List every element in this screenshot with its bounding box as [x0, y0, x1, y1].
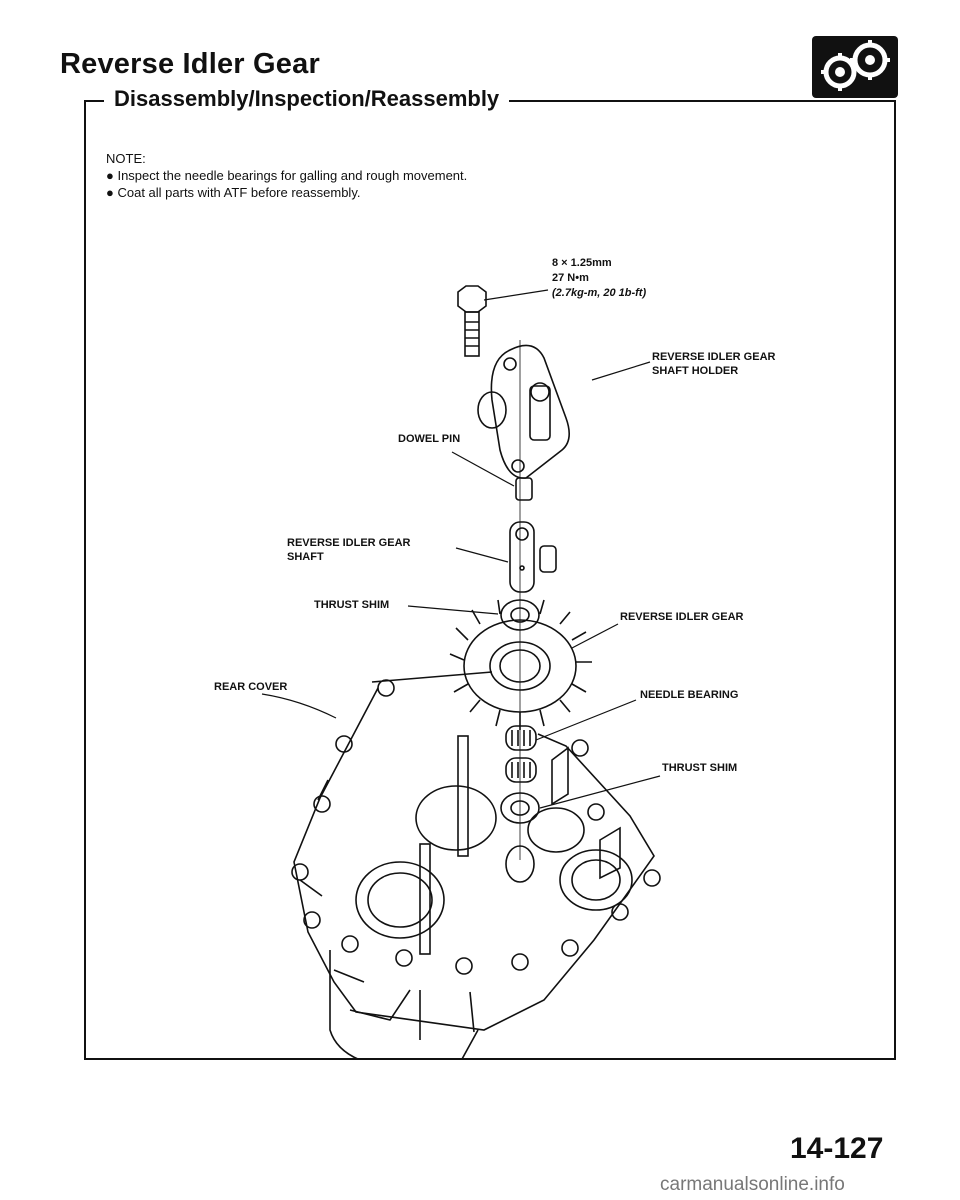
bolt-spec-leader: [483, 289, 549, 301]
thrust-shim-lower: [500, 792, 540, 824]
label-thrust-shim-upper: THRUST SHIM: [314, 599, 389, 611]
rear-cover: [291, 671, 661, 1060]
label-rear-cover: REAR COVER: [214, 681, 287, 693]
thrust-shim-upper: [500, 599, 540, 631]
dowel-pin-leader: [451, 451, 515, 487]
label-shaft-holder: REVERSE IDLER GEAR: [652, 351, 776, 363]
bolt: [457, 285, 487, 357]
idler-shaft: [509, 521, 557, 593]
label-thrust-shim-lower: THRUST SHIM: [662, 762, 737, 774]
label-shaft: SHAFT: [287, 551, 324, 563]
shaft-holder-leader: [591, 361, 651, 381]
note-item: ● Inspect the needle bearings for gallin…: [106, 168, 468, 183]
label-needle-bearing: NEEDLE BEARING: [640, 689, 738, 701]
note-block: NOTE: ● Inspect the needle bearings for …: [106, 150, 467, 201]
bolt-spec-line: 8 × 1.25mm: [552, 257, 612, 269]
label-shaft: REVERSE IDLER GEAR: [287, 537, 411, 549]
note-item-text: Coat all parts with ATF before reassembl…: [117, 185, 361, 200]
note-item-text: Inspect the needle bearings for galling …: [117, 168, 468, 183]
page-title: Reverse Idler Gear: [60, 48, 320, 80]
note-title: NOTE:: [106, 151, 146, 166]
section-subtitle: Disassembly/Inspection/Reassembly: [104, 86, 510, 112]
label-idler-gear: REVERSE IDLER GEAR: [620, 611, 744, 623]
rear-cover-leader: [261, 693, 337, 719]
needle-bearings: [505, 725, 537, 783]
idler-gear-leader: [571, 623, 619, 649]
idler-gear: [449, 599, 592, 730]
shaft-leader: [455, 547, 509, 563]
dowel-pin: [515, 477, 533, 501]
label-shaft-holder: SHAFT HOLDER: [652, 365, 738, 377]
thrust-shim-upper-leader: [407, 605, 499, 615]
bolt-spec-line: (2.7kg-m, 20 1b-ft): [552, 287, 646, 299]
page-number: 14-127: [790, 1132, 884, 1165]
bolt-spec-line: 27 N•m: [552, 272, 589, 284]
needle-bearing-leader: [535, 699, 637, 741]
gear-assembly-icon: [812, 36, 898, 98]
note-item: ● Coat all parts with ATF before reassem…: [106, 185, 361, 200]
thrust-shim-lower-leader: [539, 775, 661, 809]
exploded-view-diagram: 8 × 1.25mm 27 N•m (2.7kg-m, 20 1b-ft) RE…: [214, 257, 776, 1060]
shaft-holder: [477, 344, 570, 479]
label-dowel-pin: DOWEL PIN: [398, 433, 460, 445]
watermark: carmanualsonline.info: [660, 1174, 845, 1195]
